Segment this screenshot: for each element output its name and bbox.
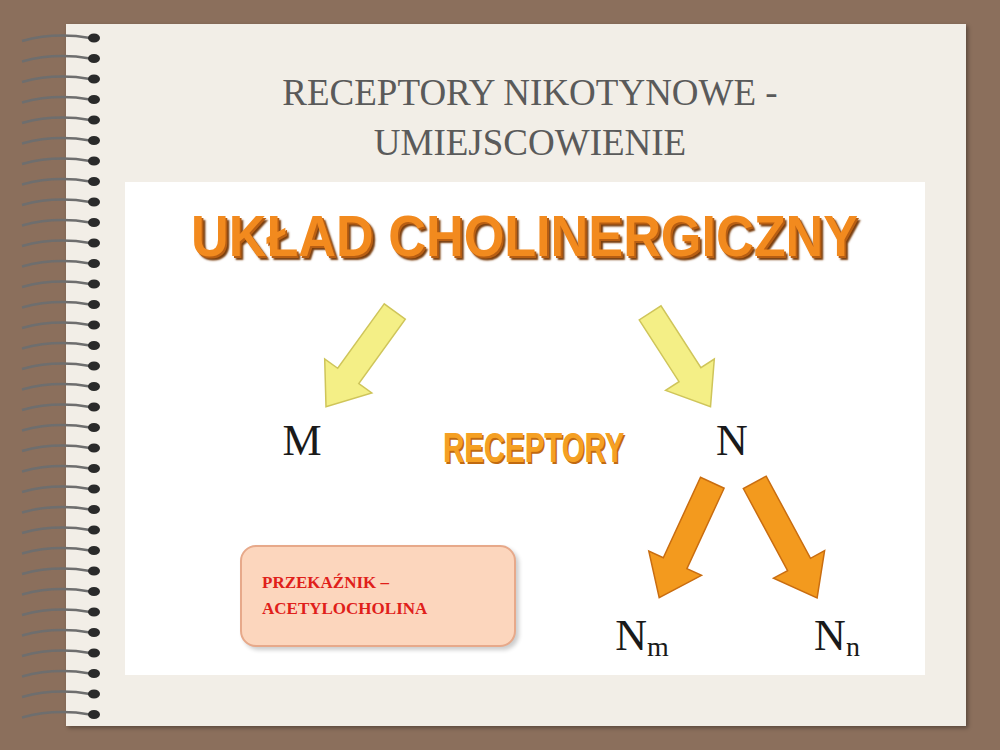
spiral-wire	[22, 77, 90, 82]
spiral-wire	[22, 507, 90, 512]
spiral-hole	[88, 403, 100, 412]
spiral-wire	[22, 343, 90, 348]
system-heading: UKŁAD CHOLINERGICZNY	[140, 195, 910, 275]
receptor-type: M	[270, 410, 334, 470]
spiral-hole	[88, 608, 100, 617]
spiral-hole	[88, 710, 100, 719]
block-arrow	[743, 476, 824, 598]
node-text: N	[814, 610, 846, 661]
transmitter-box: PRZEKAŹNIK – ACETYLOCHOLINA	[240, 545, 516, 647]
spiral-wire	[22, 384, 90, 389]
spiral-wire	[22, 261, 90, 266]
spiral-wire	[22, 671, 90, 676]
spiral-hole	[88, 526, 100, 535]
spiral-hole	[88, 116, 100, 125]
spiral-wire	[22, 712, 90, 717]
spiral-hole	[88, 444, 100, 453]
spiral-hole	[88, 259, 100, 268]
spiral-wire	[22, 364, 90, 369]
spiral-hole	[88, 341, 100, 350]
spiral-hole	[88, 690, 100, 699]
spiral-hole	[88, 34, 100, 43]
spiral-hole	[88, 218, 100, 227]
spiral-hole	[88, 649, 100, 658]
spiral-wire	[22, 179, 90, 184]
spiral-hole	[88, 628, 100, 637]
spiral-hole	[88, 505, 100, 514]
spiral-wire	[22, 610, 90, 615]
spiral-hole	[88, 75, 100, 84]
block-arrow	[639, 306, 714, 407]
node-text: PRZEKAŹNIK – ACETYLOCHOLINA	[262, 570, 494, 622]
spiral-hole	[88, 280, 100, 289]
node-text: UKŁAD CHOLINERGICZNY	[192, 202, 859, 269]
spiral-wire	[22, 220, 90, 225]
spiral-hole	[88, 157, 100, 166]
spiral-hole	[88, 321, 100, 330]
node-text: M	[282, 415, 321, 466]
spiral-wire	[22, 569, 90, 574]
spiral-hole	[88, 239, 100, 248]
spiral-hole	[88, 95, 100, 104]
spiral-wire	[22, 487, 90, 492]
block-arrow	[325, 304, 406, 407]
receptor-type: N	[700, 410, 764, 470]
spiral-wire	[22, 36, 90, 41]
spiral-wire	[22, 282, 90, 287]
spiral-wire	[22, 630, 90, 635]
spiral-wire	[22, 200, 90, 205]
spiral-wire	[22, 651, 90, 656]
spiral-hole	[88, 136, 100, 145]
receptor-subtype: Nn	[795, 605, 879, 665]
spiral-hole	[88, 485, 100, 494]
spiral-wire	[22, 528, 90, 533]
spiral-hole	[88, 567, 100, 576]
spiral-hole	[88, 587, 100, 596]
spiral-hole	[88, 546, 100, 555]
spiral-wire	[22, 302, 90, 307]
spiral-wire	[22, 692, 90, 697]
spiral-hole	[88, 382, 100, 391]
spiral-wire	[22, 56, 90, 61]
spiral-wire	[22, 97, 90, 102]
subscript-text: m	[647, 631, 669, 663]
receptor-label: RECEPTORY	[443, 424, 597, 472]
spiral-hole	[88, 54, 100, 63]
spiral-hole	[88, 300, 100, 309]
spiral-hole	[88, 423, 100, 432]
spiral-hole	[88, 464, 100, 473]
spiral-wire	[22, 138, 90, 143]
spiral-wire	[22, 548, 90, 553]
spiral-wire	[22, 446, 90, 451]
receptor-subtype: Nm	[600, 605, 684, 665]
subscript-text: n	[846, 631, 860, 663]
spiral-hole	[88, 669, 100, 678]
spiral-hole	[88, 362, 100, 371]
block-arrow	[649, 477, 724, 597]
spiral-wire	[22, 323, 90, 328]
spiral-wire	[22, 425, 90, 430]
spiral-wire	[22, 118, 90, 123]
spiral-wire	[22, 241, 90, 246]
spiral-hole	[88, 177, 100, 186]
spiral-hole	[88, 198, 100, 207]
spiral-wire	[22, 589, 90, 594]
spiral-wire	[22, 466, 90, 471]
spiral-wire	[22, 405, 90, 410]
node-text: N	[716, 415, 748, 466]
node-text: N	[615, 610, 647, 661]
slide-title: RECEPTORY NIKOTYNOWE - UMIEJSCOWIENIE	[140, 68, 920, 168]
spiral-wire	[22, 159, 90, 164]
